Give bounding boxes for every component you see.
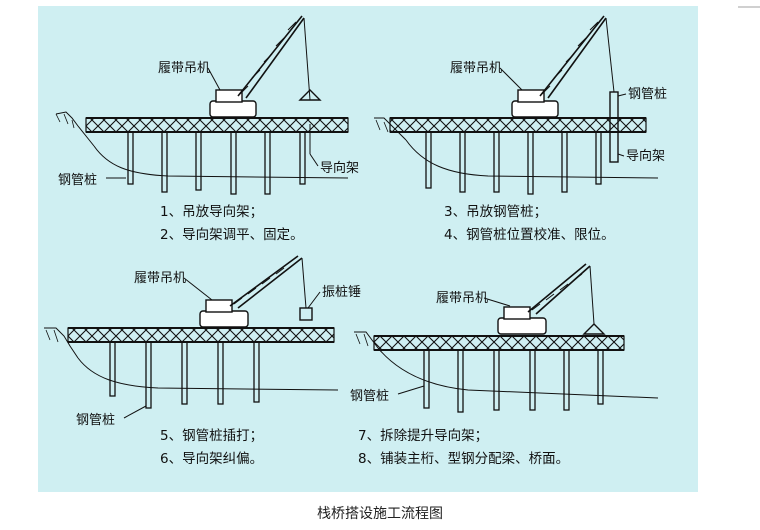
crane-label: 履带吊机 <box>134 271 186 286</box>
truss-deck <box>389 117 647 133</box>
crawler-crane <box>497 263 606 335</box>
guide-frame-label: 导向架 <box>626 148 665 164</box>
figure-caption: 栈桥搭设施工流程图 <box>317 506 443 522</box>
crane-label: 履带吊机 <box>436 291 488 306</box>
panel-2: 履带吊机 钢管桩 导向架 3、吊放钢管桩； 4、钢管桩位置校准、限位。 <box>374 15 667 243</box>
step-1: 1、吊放导向架； <box>160 204 263 220</box>
pile-label: 钢管桩 <box>350 389 389 404</box>
panel-4: 履带吊机 钢管桩 7、拆除提升导向架； 8、铺装主桁、型钢分配梁、桥面。 <box>350 263 659 467</box>
steel-piles <box>127 131 306 195</box>
steel-piles <box>423 349 604 413</box>
step-2: 2、导向架调平、固定。 <box>160 227 304 243</box>
panel-3: 履带吊机 振桩锤 钢管桩 5、钢管桩插打； 6、导向架纠偏。 <box>44 255 361 467</box>
step-5: 5、钢管桩插打； <box>160 427 263 444</box>
vibro-hammer-label: 振桩锤 <box>322 285 361 300</box>
steel-piles <box>425 131 602 195</box>
riverbank <box>55 111 95 147</box>
crawler-crane <box>199 255 313 328</box>
truss-deck <box>85 117 349 133</box>
construction-flow-diagram: 履带吊机 导向架 钢管桩 1、吊放导向架； 2、导向架调平、固定。 <box>38 6 698 492</box>
step-7: 7、拆除提升导向架； <box>358 428 488 444</box>
diagram-canvas: 履带吊机 导向架 钢管桩 1、吊放导向架； 2、导向架调平、固定。 <box>44 15 667 467</box>
crawler-crane <box>209 15 322 118</box>
pile-label: 钢管桩 <box>76 413 115 428</box>
steel-pile-label: 钢管桩 <box>628 87 667 102</box>
pile-label: 钢管桩 <box>58 173 97 188</box>
guide-frame-label: 导向架 <box>320 160 359 176</box>
step-4: 4、钢管桩位置校准、限位。 <box>444 226 615 243</box>
crane-label: 履带吊机 <box>158 61 210 76</box>
truss-deck <box>67 327 335 343</box>
step-3: 3、吊放钢管桩； <box>444 204 547 220</box>
crawler-crane <box>511 15 619 163</box>
top-right-mark <box>738 6 760 8</box>
steel-piles <box>109 341 260 409</box>
truss-deck <box>373 335 625 351</box>
step-8: 8、铺装主桁、型钢分配梁、桥面。 <box>358 451 569 467</box>
step-6: 6、导向架纠偏。 <box>160 451 263 467</box>
crane-label: 履带吊机 <box>450 61 502 76</box>
panel-1: 履带吊机 导向架 钢管桩 1、吊放导向架； 2、导向架调平、固定。 <box>55 15 359 243</box>
